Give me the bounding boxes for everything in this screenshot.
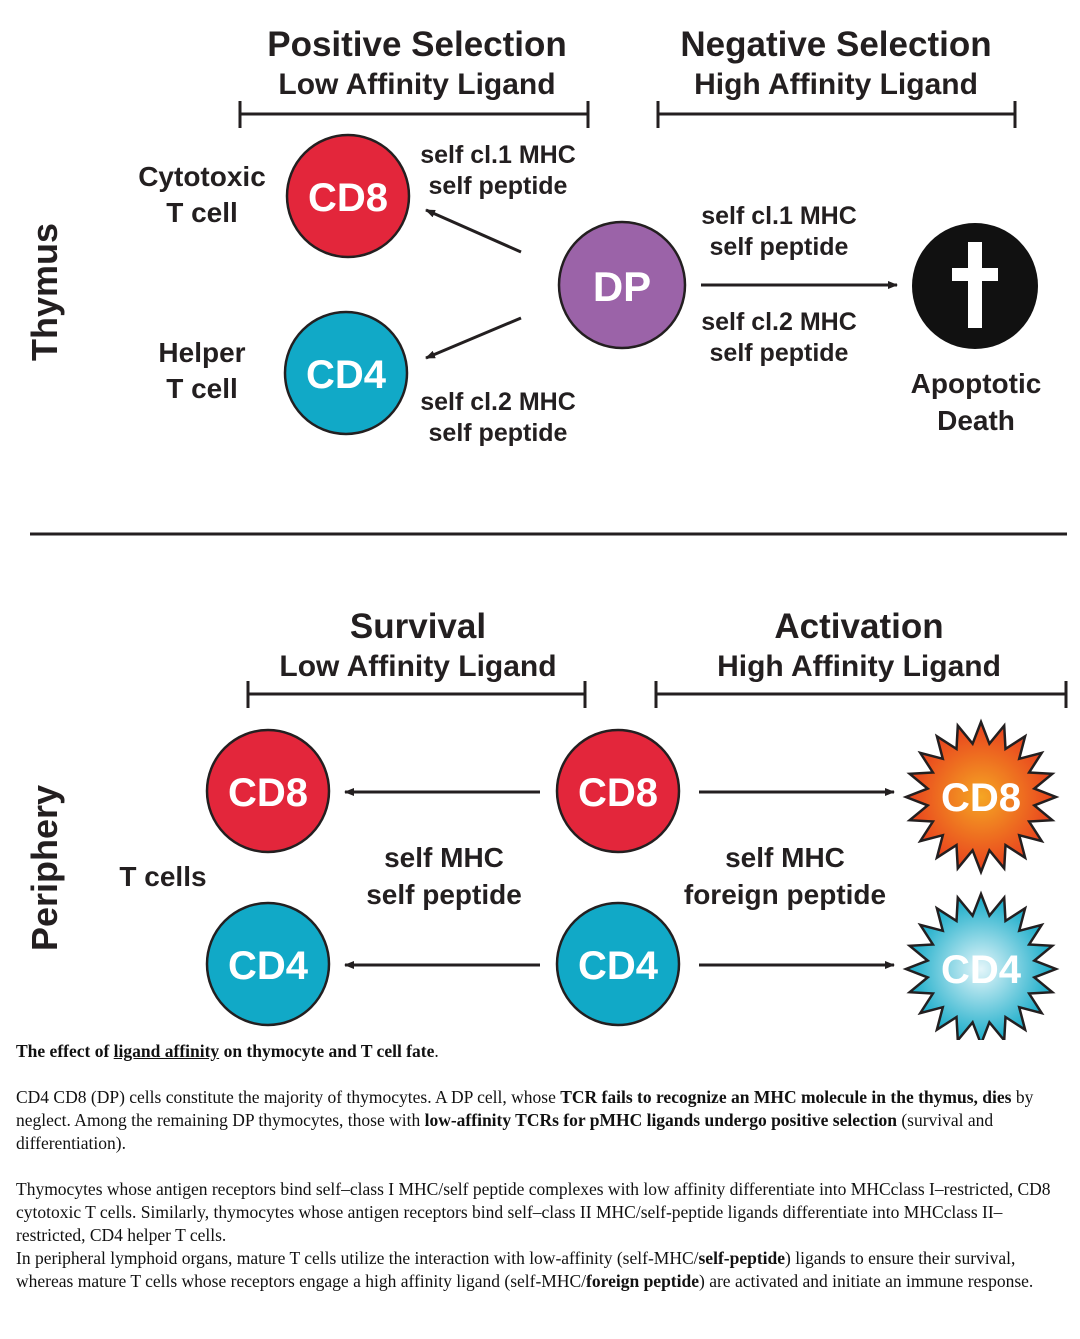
periphery-mature-cd4-cell: CD4 [555, 901, 681, 1027]
ligand-neg2-line1: self cl.2 MHC [701, 308, 857, 336]
self-ligand-line2: self peptide [366, 879, 522, 910]
activated-cd4-label: CD4 [941, 948, 1022, 992]
foreign-ligand-line2: foreign peptide [684, 879, 886, 910]
survival-cd4-label: CD4 [228, 944, 309, 988]
activated-cd8-label: CD8 [941, 776, 1021, 820]
thymus-cd4-cell: CD4 [283, 310, 409, 436]
arrow-dp-to-cd4 [425, 316, 522, 360]
activation-subtitle: High Affinity Ligand [717, 650, 1001, 683]
mature-cd4-label: CD4 [578, 944, 659, 988]
mature-cd8-label: CD8 [578, 771, 658, 815]
cytotoxic-label-line1: Cytotoxic [138, 161, 266, 192]
ligand-neg1-line1: self cl.1 MHC [701, 202, 857, 230]
dp-cell: DP [557, 220, 687, 350]
periphery-section-label: Periphery [24, 785, 65, 951]
helper-label-line2: T cell [166, 373, 238, 404]
thymus-cd8-label: CD8 [308, 176, 388, 220]
figure-caption: The effect of ligand affinity on thymocy… [16, 1040, 1068, 1293]
periphery-survival-cd4-cell: CD4 [205, 901, 331, 1027]
survival-bracket [246, 681, 587, 708]
ligand-cd4-line2: self peptide [429, 419, 568, 447]
survival-subtitle: Low Affinity Ligand [279, 650, 556, 683]
self-ligand-line1: self MHC [384, 842, 504, 873]
negative-selection-title: Negative Selection [680, 25, 991, 64]
ligand-cd4-line1: self cl.2 MHC [420, 388, 576, 416]
thymus-cd8-cell: CD8 [285, 133, 411, 259]
survival-title: Survival [350, 607, 486, 646]
periphery-survival-cd8-cell: CD8 [205, 728, 331, 854]
starburst-icon [902, 890, 1060, 1040]
positive-selection-bracket [238, 101, 590, 128]
activated-cd8-cell: CD8 [902, 718, 1060, 876]
caption-title: The effect of ligand affinity on thymocy… [16, 1041, 439, 1061]
negative-selection-bracket [656, 101, 1017, 128]
thymus-cd4-label: CD4 [306, 353, 387, 397]
positive-selection-title: Positive Selection [267, 25, 567, 64]
ligand-neg2-line2: self peptide [710, 339, 849, 367]
tcells-label: T cells [119, 861, 206, 892]
ligand-cd8-line1: self cl.1 MHC [420, 141, 576, 169]
activated-cd4-cell: CD4 [902, 890, 1060, 1040]
caption-paragraph-1: CD4 CD8 (DP) cells constitute the majori… [16, 1087, 1034, 1153]
death-label-line2: Death [937, 405, 1015, 436]
thymocyte-fate-diagram: Thymus Positive Selection Low Affinity L… [24, 25, 1068, 1040]
activation-title: Activation [774, 607, 943, 646]
helper-label-line1: Helper [158, 337, 245, 368]
ligand-affinity-link: ligand affinity [113, 1041, 220, 1061]
starburst-icon [902, 718, 1060, 876]
cross-icon [952, 242, 998, 328]
periphery-panel: Periphery Survival Low Affinity Ligand A… [24, 607, 1068, 1040]
caption-paragraph-2: Thymocytes whose antigen receptors bind … [16, 1179, 1051, 1245]
activation-bracket [654, 681, 1068, 708]
ligand-neg1-line2: self peptide [710, 233, 849, 261]
cytotoxic-label-line2: T cell [166, 197, 238, 228]
periphery-mature-cd8-cell: CD8 [555, 728, 681, 854]
death-label-line1: Apoptotic [911, 368, 1042, 399]
dp-label: DP [593, 263, 651, 310]
ligand-cd8-line2: self peptide [429, 172, 568, 200]
arrow-dp-to-cd8 [425, 208, 522, 254]
positive-selection-subtitle: Low Affinity Ligand [278, 68, 555, 101]
caption-paragraph-3: In peripheral lymphoid organs, mature T … [16, 1248, 1034, 1291]
thymus-section-label: Thymus [24, 223, 65, 361]
thymus-panel: Thymus Positive Selection Low Affinity L… [24, 25, 1041, 447]
foreign-ligand-line1: self MHC [725, 842, 845, 873]
death-cell [912, 223, 1038, 349]
survival-cd8-label: CD8 [228, 771, 308, 815]
negative-selection-subtitle: High Affinity Ligand [694, 68, 978, 101]
